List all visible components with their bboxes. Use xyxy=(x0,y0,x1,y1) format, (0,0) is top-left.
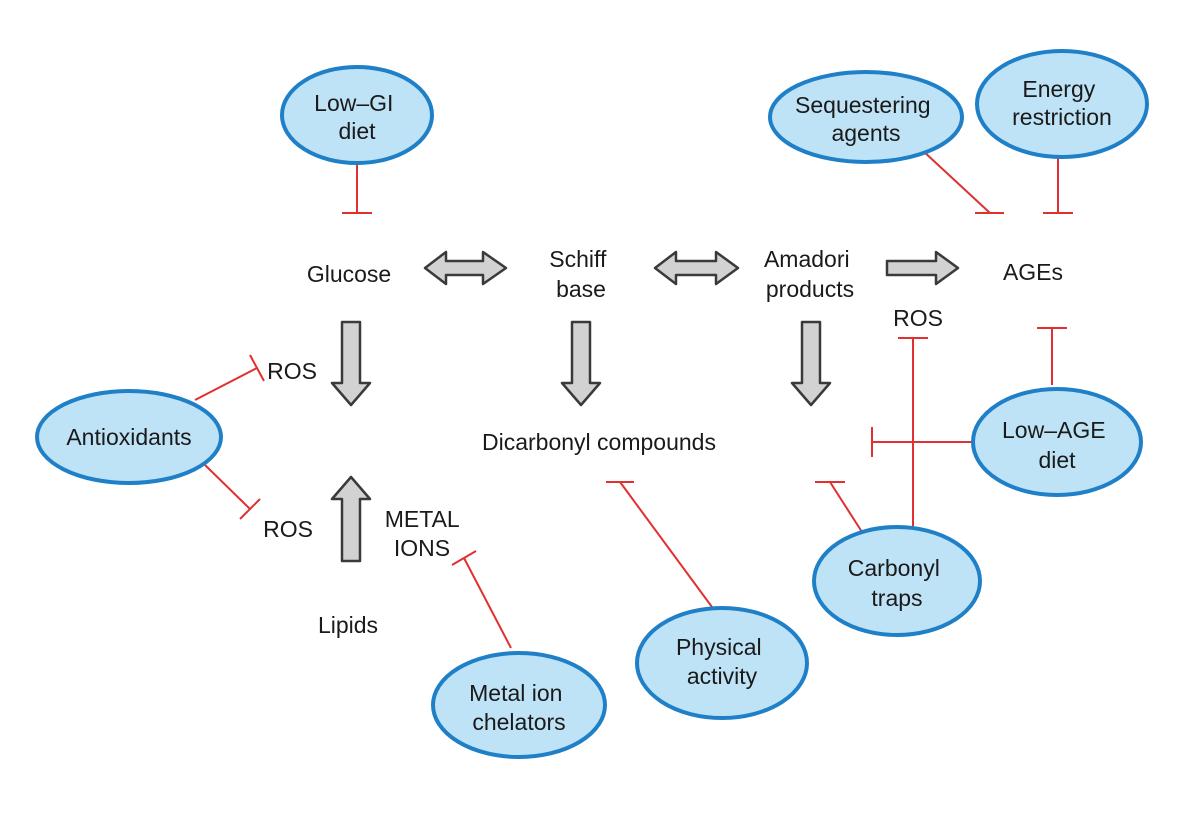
metal-ion-chelators-node: Metal ion chelators xyxy=(431,651,607,759)
sequestering-agents-line-2: agents xyxy=(831,120,900,146)
low-gi-diet-node: Low–GI diet xyxy=(280,65,434,165)
carbonyl-traps-node: Carbonyl traps xyxy=(812,525,982,637)
low-age-diet-node: Low–AGE diet xyxy=(971,387,1143,497)
sequestering-inhibits-ages xyxy=(921,149,1004,214)
glucose-label: Glucose xyxy=(307,261,391,287)
energy-restriction-line-1: Energy xyxy=(1022,76,1095,102)
low-gi-diet-line-2: diet xyxy=(338,118,376,144)
metal-ion-chelators-line-1: Metal ion xyxy=(469,680,562,706)
svg-text:Low–GI diet: Low–GI diet xyxy=(314,90,400,144)
energy-restriction-line-2: restriction xyxy=(1012,104,1112,130)
metal-ion-chelators-line-2: chelators xyxy=(472,709,565,735)
schiff-amadori-double-arrow xyxy=(653,250,740,286)
svg-text:Low–AGE diet: Low–AGE diet xyxy=(1002,417,1112,473)
low-age-inhibits-intake xyxy=(871,427,972,457)
svg-text:Sequestering agents: Sequestering agents xyxy=(795,92,937,146)
low-age-inhibits-ages xyxy=(1037,327,1067,385)
ros-right-label: ROS xyxy=(893,305,943,331)
amadori-products-label: Amadori products xyxy=(764,246,856,302)
antioxidants-line-1: Antioxidants xyxy=(66,424,191,450)
antioxidants-inhibit-ros-upper xyxy=(194,354,265,401)
low-gi-inhibits-glucose xyxy=(342,163,372,214)
svg-text:Energy restriction: Energy restriction xyxy=(1012,76,1112,130)
sequestering-agents-node: Sequestering agents xyxy=(768,70,964,164)
physical-activity-inhibits-dicarbonyl xyxy=(606,481,713,608)
sequestering-agents-line-1: Sequestering xyxy=(795,92,931,118)
svg-text:Antioxidants: Antioxidants xyxy=(66,424,191,450)
chelators-inhibit-metal-ions xyxy=(451,550,512,649)
energy-restriction-inhibits-ages xyxy=(1043,155,1073,214)
svg-text:Physical activity: Physical activity xyxy=(676,634,768,689)
ros-lower-left-label: ROS xyxy=(263,516,313,542)
ages-label: AGEs xyxy=(1003,259,1063,285)
compound-labels: Glucose Schiff base Amadori products AGE… xyxy=(263,246,1063,638)
reaction-arrows xyxy=(330,250,960,563)
energy-restriction-node: Energy restriction xyxy=(975,49,1149,159)
physical-activity-line-1: Physical xyxy=(676,634,762,660)
antioxidants-node: Antioxidants xyxy=(35,389,223,485)
metal-ions-label: METAL IONS xyxy=(385,506,466,561)
carbonyl-traps-line-1: Carbonyl xyxy=(848,555,940,581)
svg-text:Metal ion chelators: Metal ion chelators xyxy=(469,680,569,735)
carbonyl-traps-line-2: traps xyxy=(871,585,922,611)
ros-upper-left-label: ROS xyxy=(267,358,317,384)
inhibition-lines xyxy=(194,149,1073,649)
amadori-ages-arrow xyxy=(885,250,960,286)
glucose-schiff-double-arrow xyxy=(423,250,508,286)
schiff-down-arrow xyxy=(560,320,602,407)
physical-activity-node: Physical activity xyxy=(635,606,809,720)
low-age-diet-line-1: Low–AGE xyxy=(1002,417,1106,443)
lipids-up-arrow xyxy=(330,475,372,563)
lipids-label: Lipids xyxy=(318,612,378,638)
interventions: Low–GI diet Sequestering agents Energy r… xyxy=(35,49,1149,759)
glucose-down-arrow xyxy=(330,320,372,407)
schiff-base-label: Schiff base xyxy=(549,246,613,302)
low-gi-diet-line-1: Low–GI xyxy=(314,90,393,116)
carbonyl-traps-inhibit-ros xyxy=(898,337,928,530)
antioxidants-inhibit-ros-lower xyxy=(204,464,261,520)
physical-activity-line-2: activity xyxy=(687,663,758,689)
amadori-down-arrow xyxy=(790,320,832,407)
svg-text:Carbonyl traps: Carbonyl traps xyxy=(848,555,946,611)
low-age-diet-line-2: diet xyxy=(1038,447,1076,473)
dicarbonyl-compounds-label: Dicarbonyl compounds xyxy=(482,429,716,455)
carbonyl-traps-inhibit-dicarbonyl xyxy=(815,481,863,533)
